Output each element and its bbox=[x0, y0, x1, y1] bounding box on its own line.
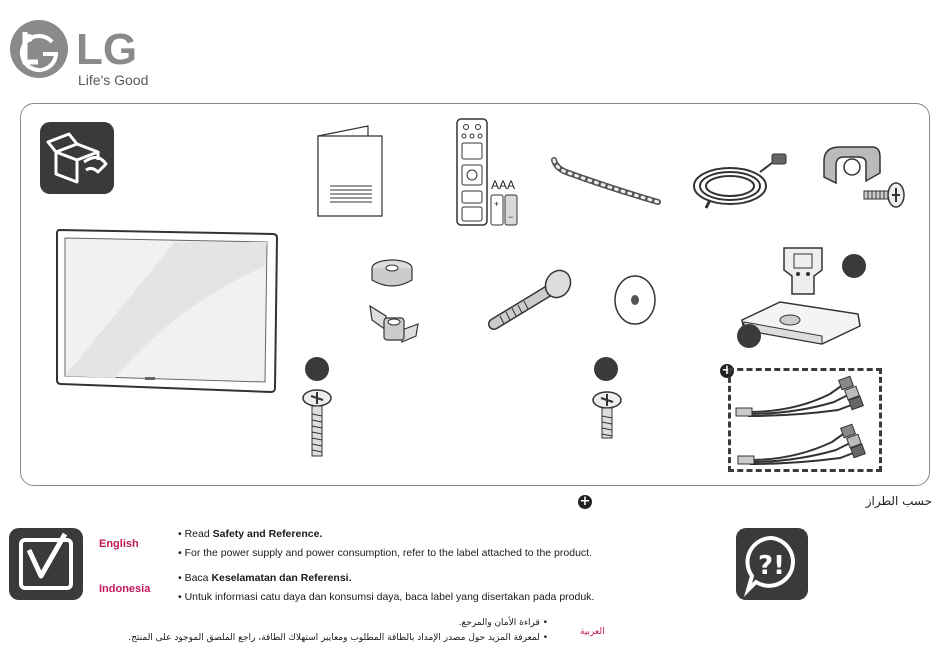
battery-label: AAA bbox=[491, 178, 515, 192]
optional-items-box bbox=[728, 368, 882, 472]
battery-plus: + bbox=[494, 199, 499, 209]
power-cord-icon bbox=[693, 153, 787, 209]
model-note-text: حسب الطراز bbox=[865, 494, 932, 508]
help-icon: ?! bbox=[736, 528, 808, 600]
cable-holder-strip-icon bbox=[551, 157, 661, 205]
manual-booklet-icon bbox=[317, 125, 383, 217]
svg-text:?!: ?! bbox=[758, 551, 785, 581]
badge-screw-b bbox=[594, 357, 618, 381]
lang-indonesia: Indonesia bbox=[99, 583, 151, 595]
tv-panel-icon bbox=[56, 228, 279, 394]
lang-english: English bbox=[99, 538, 139, 550]
lg-logo: LG bbox=[10, 20, 137, 78]
arabic-line-1: • قراءة الأمان والمرجع. bbox=[458, 618, 548, 628]
stand-base-icon bbox=[741, 301, 861, 345]
badge-stand-base bbox=[737, 324, 761, 348]
lang-arabic: العربية bbox=[580, 627, 605, 637]
screw-a-icon bbox=[302, 389, 332, 457]
english-line-2: • For the power supply and power consump… bbox=[178, 547, 593, 559]
english-line-1: • Read Safety and Reference. bbox=[178, 528, 323, 540]
washer-icon bbox=[614, 275, 656, 325]
badge-stand-body bbox=[842, 254, 866, 278]
remote-control-icon: AAA + − bbox=[456, 118, 518, 226]
brand-tagline: Life's Good bbox=[78, 72, 149, 88]
indonesia-line-2: • Untuk informasi catu daya dan konsumsi… bbox=[178, 591, 595, 603]
badge-screw-a bbox=[305, 357, 329, 381]
box-contents-panel bbox=[20, 103, 930, 486]
clip-screw-icon bbox=[863, 182, 905, 208]
stand-body-icon bbox=[783, 247, 823, 295]
av-gender-cable-icon bbox=[735, 375, 866, 465]
brand-name: LG bbox=[76, 25, 137, 74]
arabic-line-2: • لمعرفة المزيد حول مصدر الإمداد بالطاقة… bbox=[128, 633, 548, 643]
package-box-icon bbox=[40, 122, 114, 194]
indonesia-line-1: • Baca Keselamatan dan Referensi. bbox=[178, 572, 352, 584]
battery-minus: − bbox=[508, 212, 513, 222]
stand-cap-icon bbox=[371, 259, 413, 287]
model-note-plus-icon: + bbox=[578, 494, 592, 509]
screw-b-icon bbox=[592, 391, 622, 439]
checklist-icon bbox=[9, 528, 83, 600]
cable-clip-icon bbox=[823, 146, 881, 185]
wing-nut-icon bbox=[369, 304, 419, 343]
long-bolt-icon bbox=[488, 269, 572, 330]
